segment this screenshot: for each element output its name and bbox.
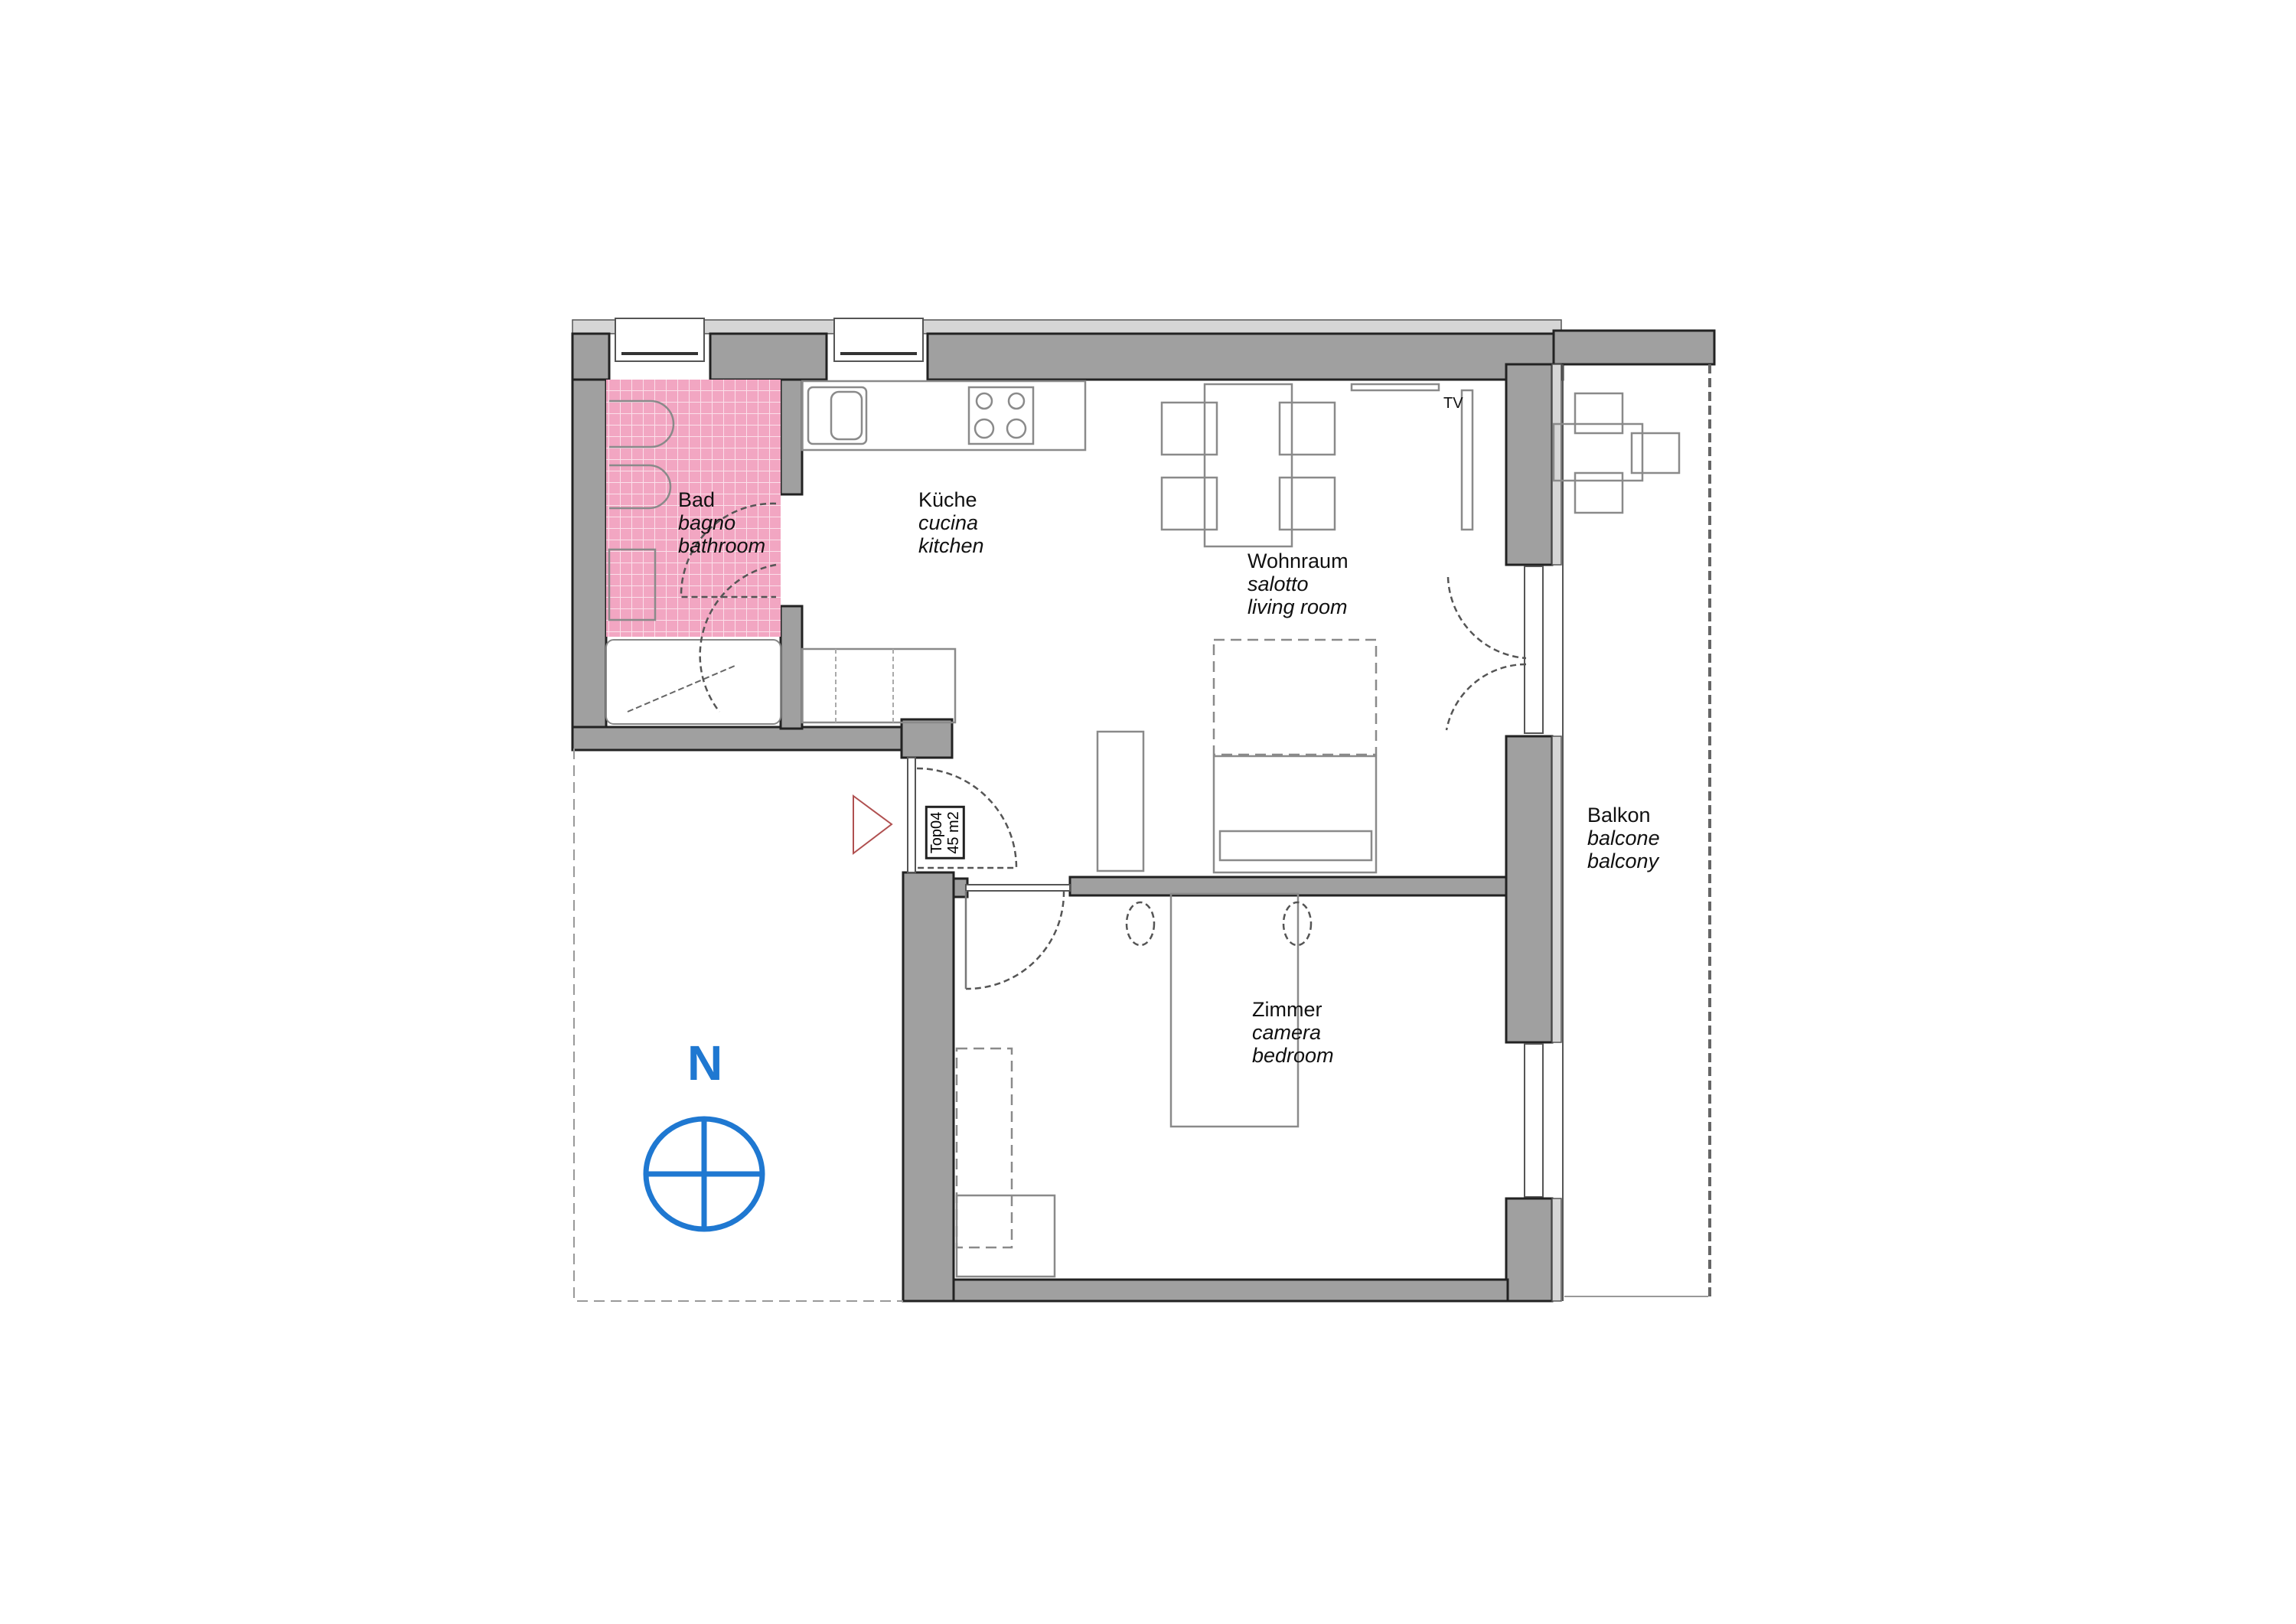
north-arrow-icon bbox=[643, 1116, 765, 1232]
unit-label: Top04 45 m2 bbox=[925, 806, 965, 859]
cooktop bbox=[967, 386, 1035, 445]
bedroom-window bbox=[1524, 1043, 1544, 1198]
sofa bbox=[1212, 755, 1378, 874]
unit-area: 45 m2 bbox=[944, 811, 962, 854]
north-label: N bbox=[687, 1035, 723, 1091]
wall bbox=[900, 718, 954, 759]
wall bbox=[1505, 1197, 1554, 1303]
kitchen-counter bbox=[801, 380, 1087, 452]
wall bbox=[1552, 329, 1716, 366]
wall bbox=[571, 726, 949, 752]
wall bbox=[1505, 363, 1554, 566]
room-label-bathroom: Bad bagno bathroom bbox=[678, 488, 766, 557]
entrance-marker-icon bbox=[853, 794, 893, 856]
wall bbox=[952, 1278, 1509, 1303]
wall bbox=[709, 332, 828, 381]
room-label-living-room: Wohnraum salotto living room bbox=[1247, 549, 1349, 618]
balcony-door bbox=[1524, 566, 1544, 734]
insulation-top bbox=[572, 319, 1562, 334]
room-label-balcony: Balkon balcone balcony bbox=[1587, 804, 1660, 872]
bathtub bbox=[605, 639, 781, 725]
wall bbox=[571, 378, 608, 748]
armchair bbox=[1096, 730, 1145, 872]
wall bbox=[1505, 735, 1554, 1044]
tv-unit bbox=[1350, 383, 1440, 392]
wall bbox=[779, 378, 804, 496]
wall bbox=[779, 605, 804, 730]
dining-table bbox=[1203, 383, 1293, 548]
unit-number: Top04 bbox=[928, 811, 945, 854]
room-label-kitchen: Küche cucina kitchen bbox=[918, 488, 984, 557]
wall bbox=[571, 332, 611, 381]
double-bed bbox=[1169, 892, 1300, 1128]
room-label-bedroom: Zimmer camera bedroom bbox=[1252, 998, 1334, 1067]
wall bbox=[1068, 876, 1512, 897]
wall bbox=[902, 871, 955, 1303]
wall bbox=[926, 332, 1564, 381]
entrance-door bbox=[907, 757, 916, 873]
tv-label: TV bbox=[1443, 395, 1463, 412]
desk bbox=[955, 1194, 1056, 1278]
